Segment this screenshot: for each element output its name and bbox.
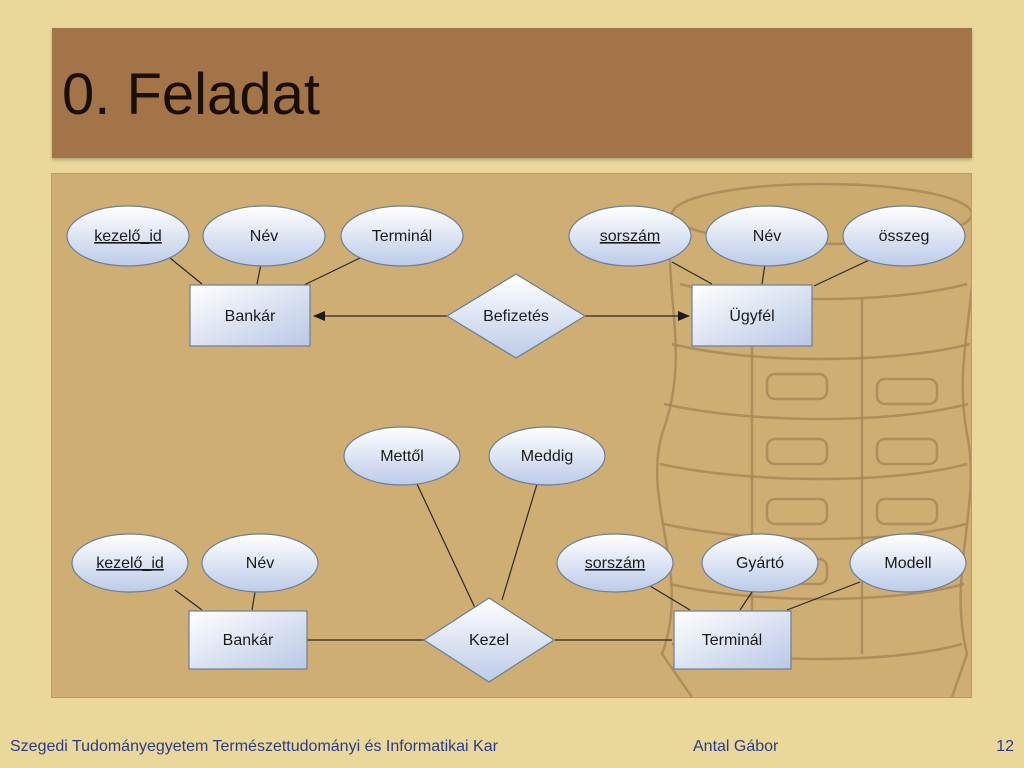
bottom-relationship-kezel-label: Kezel <box>469 632 509 649</box>
top-relationship-befizetes: Befizetés <box>445 273 587 359</box>
bottom-attribute-gyarto: Gyártó <box>701 533 819 593</box>
top-attribute-kezelo-id: kezelő_id <box>66 205 190 267</box>
bottom-attribute-modell-label: Modell <box>884 555 931 572</box>
bottom-entity-terminal: Terminál <box>673 610 792 670</box>
bottom-attribute-gyarto-label: Gyártó <box>736 555 784 572</box>
bottom-attribute-bankar-nev-label: Név <box>246 555 274 572</box>
bottom-attribute-meddig-label: Meddig <box>521 448 573 465</box>
top-attribute-sorszam-label: sorszám <box>600 228 660 245</box>
top-relationship-befizetes-label: Befizetés <box>483 308 549 325</box>
bottom-entity-bankar: Bankár <box>188 610 308 670</box>
top-attribute-terminal: Terminál <box>340 205 464 267</box>
bottom-relationship-kezel: Kezel <box>422 597 556 683</box>
top-attribute-osszeg: összeg <box>842 205 966 267</box>
bottom-attribute-kezelo-id-label: kezelő_id <box>96 555 164 572</box>
top-attribute-ugyfel-nev: Név <box>705 205 829 267</box>
top-attribute-bankar-nev-label: Név <box>250 228 278 245</box>
footer-author: Antal Gábor <box>693 738 779 755</box>
slide-footer: Szegedi Tudományegyetem Természettudomán… <box>0 738 1024 760</box>
top-entity-ugyfel: Ügyfél <box>691 284 813 347</box>
slide-title: 0. Feladat <box>62 62 320 127</box>
top-attribute-terminal-label: Terminál <box>372 228 432 245</box>
er-diagram: Bankár Ügyfél Befizetés kezelő_id Név Te… <box>66 182 971 697</box>
footer-institution: Szegedi Tudományegyetem Természettudomán… <box>10 738 498 755</box>
top-attribute-kezelo-id-label: kezelő_id <box>94 228 162 245</box>
title-bar: 0. Feladat <box>52 28 972 158</box>
bottom-attribute-mettol-label: Mettől <box>380 448 424 465</box>
bottom-entity-terminal-label: Terminál <box>702 632 762 649</box>
er-diagram-panel: Bankár Ügyfél Befizetés kezelő_id Név Te… <box>52 174 971 697</box>
top-entity-ugyfel-label: Ügyfél <box>729 307 774 325</box>
top-attribute-bankar-nev: Név <box>202 205 326 267</box>
bottom-attribute-bankar-nev: Név <box>201 533 319 593</box>
bottom-entity-bankar-label: Bankár <box>223 632 274 649</box>
top-connector-lines <box>169 253 883 321</box>
bottom-attribute-sorszam: sorszám <box>556 533 674 593</box>
footer-page-number: 12 <box>996 738 1014 755</box>
bottom-attribute-mettol: Mettől <box>343 426 461 486</box>
top-attribute-osszeg-label: összeg <box>879 228 930 245</box>
top-entity-bankar: Bankár <box>189 284 311 347</box>
bottom-attribute-modell: Modell <box>849 533 967 593</box>
bottom-attribute-sorszam-label: sorszám <box>585 555 645 572</box>
top-attribute-sorszam: sorszám <box>568 205 692 267</box>
top-attribute-ugyfel-nev-label: Név <box>753 228 781 245</box>
bottom-attribute-meddig: Meddig <box>488 426 606 486</box>
top-entity-bankar-label: Bankár <box>225 308 276 325</box>
bottom-connector-lines <box>174 483 861 641</box>
bottom-attribute-kezelo-id: kezelő_id <box>71 533 189 593</box>
